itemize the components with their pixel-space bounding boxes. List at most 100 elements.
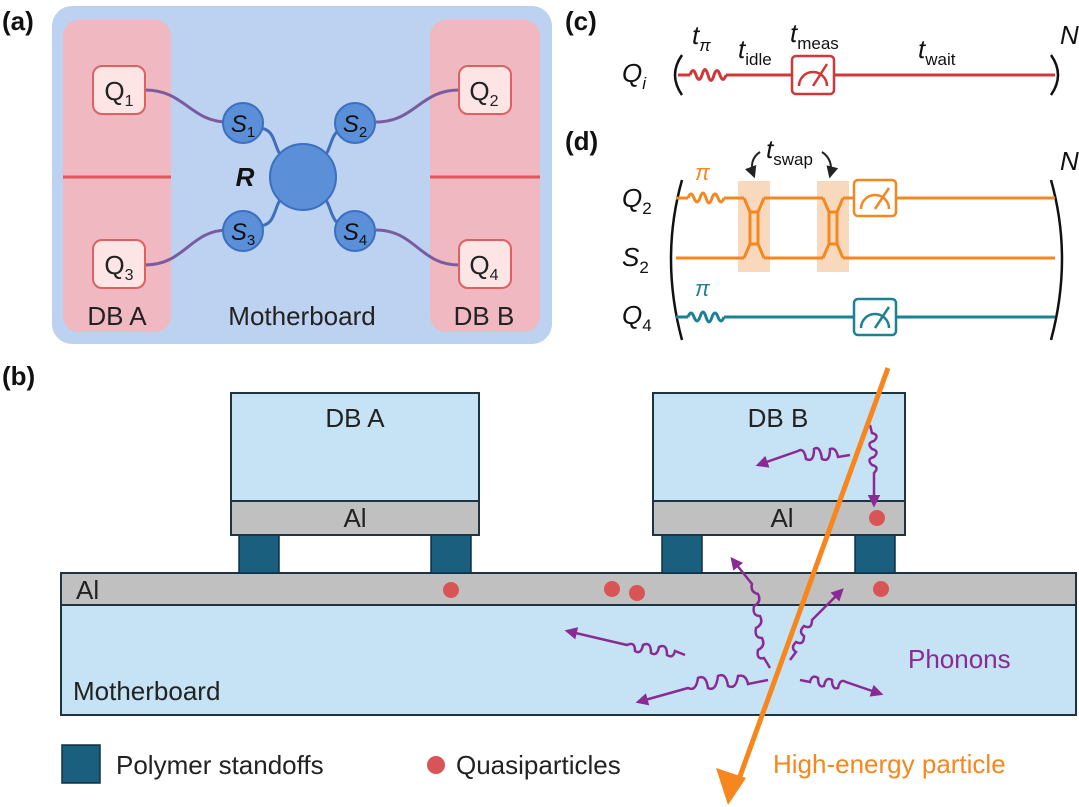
site-s4: S4 [334, 210, 376, 252]
b-db-a-al [230, 500, 480, 536]
panel-label-d: (d) [565, 126, 598, 156]
q4-base: Q [469, 250, 489, 280]
s1-base: S [231, 111, 247, 138]
c-repeat-n: N [1060, 20, 1079, 50]
svg-text:twait: twait [918, 34, 956, 69]
panel-c: Qi N tπ tidle tmeas twait [622, 18, 1079, 96]
b-standoff-1 [238, 534, 280, 574]
b-phonon-wave [730, 557, 772, 669]
b-standoff-4 [854, 534, 896, 574]
label-motherboard-a: Motherboard [228, 301, 375, 331]
resonator-circle [269, 143, 337, 211]
b-phonons-label: Phonons [908, 644, 1011, 674]
b-phonons [564, 424, 884, 706]
b-standoff-2 [430, 534, 472, 574]
qubit-q1: Q1 [92, 65, 146, 115]
b-motherboard [60, 604, 1077, 716]
d-row-q2-sub: 2 [642, 199, 651, 218]
b-db-a-label: DB A [325, 403, 385, 433]
c-qubit-base: Q [622, 58, 642, 88]
d-q4-pi-pulse [686, 310, 726, 324]
c-tpi-sub: π [699, 36, 711, 55]
b-al-mb-label: Al [76, 575, 99, 605]
c-measure-gate [790, 54, 836, 96]
d-q2-measure-gate [852, 178, 898, 218]
svg-text:S3: S3 [231, 219, 255, 249]
b-high-energy-label: High-energy particle [773, 749, 1006, 779]
svg-text:Q4: Q4 [622, 300, 652, 335]
b-phonon-wave [867, 424, 881, 508]
panel-label-c: (c) [565, 6, 597, 36]
d-row-s2-base: S [622, 242, 640, 272]
legend-quasiparticle-label: Quasiparticles [456, 750, 621, 780]
svg-text:Q2: Q2 [469, 76, 498, 110]
q2-sub: 2 [490, 93, 499, 110]
c-tmeas-sub: meas [797, 34, 839, 53]
d-row-s2-sub: 2 [639, 258, 648, 277]
svg-text:S2: S2 [343, 111, 367, 141]
qubit-q4: Q4 [458, 239, 512, 289]
b-high-energy-track [732, 367, 891, 791]
q3-base: Q [104, 250, 124, 280]
q4-sub: 4 [490, 267, 499, 284]
b-db-b-substrate [652, 392, 906, 502]
d-tswap-sub: swap [773, 150, 813, 169]
legend-quasiparticle-dot [427, 756, 445, 774]
qubit-q3: Q3 [92, 239, 146, 289]
b-phonon-wave [755, 446, 851, 468]
s3-sub: 3 [247, 232, 255, 249]
b-phonon-wave [789, 588, 844, 661]
b-al-db-a-label: Al [343, 503, 366, 533]
s3-base: S [231, 219, 247, 246]
svg-text:tswap: tswap [766, 134, 813, 169]
s4-base: S [343, 219, 359, 246]
d-tswap-arrow-left [745, 151, 761, 179]
d-row-q2-base: Q [622, 183, 642, 213]
svg-text:Q2: Q2 [622, 183, 652, 218]
b-quasiparticle [629, 585, 645, 601]
b-al-db-b-label: Al [770, 503, 793, 533]
svg-text:S2: S2 [622, 242, 649, 277]
legend-standoff-label: Polymer standoffs [116, 750, 324, 780]
b-quasiparticle [604, 581, 620, 597]
b-db-b-al [652, 500, 906, 536]
svg-text:Q1: Q1 [104, 76, 133, 110]
c-tidle-sub: idle [745, 50, 771, 69]
c-bracket-left [673, 54, 684, 96]
d-bracket-right [1049, 179, 1064, 341]
c-bracket-right [1049, 54, 1060, 96]
c-tpi-base: t [692, 20, 701, 50]
label-db-a: DB A [87, 301, 147, 331]
panel-b: DB A DB B Al Al Al Motherboard Phonons H… [60, 367, 1077, 805]
svg-text:tmeas: tmeas [790, 18, 839, 53]
d-tswap-base: t [766, 134, 775, 164]
b-phonon-wave [635, 673, 769, 706]
c-tmeas-base: t [790, 18, 799, 48]
d-pi-q2: π [695, 160, 711, 185]
q1-base: Q [104, 76, 124, 106]
s1-sub: 1 [247, 124, 255, 141]
b-standoff-3 [661, 534, 703, 574]
legend-standoff-swatch [61, 744, 101, 784]
panel-d: Q2 S2 Q4 N [622, 134, 1079, 341]
s2-base: S [343, 111, 359, 138]
panel-label-b: (b) [2, 361, 35, 391]
b-quasiparticle [443, 582, 459, 598]
site-s2: S2 [334, 102, 376, 144]
resonator-label: R [236, 162, 255, 192]
d-swap-gate-1 [742, 197, 766, 259]
svg-text:Qi: Qi [622, 58, 647, 93]
svg-text:Q3: Q3 [104, 250, 133, 284]
site-s3: S3 [222, 210, 264, 252]
b-quasiparticle [873, 581, 889, 597]
d-row-q4-sub: 4 [642, 316, 651, 335]
d-repeat-n: N [1060, 146, 1079, 176]
svg-text:tπ: tπ [692, 20, 711, 55]
b-db-b-label: DB B [748, 403, 809, 433]
d-tswap-arrow-right [821, 151, 839, 179]
q2-base: Q [469, 76, 489, 106]
c-tidle-base: t [738, 34, 747, 64]
svg-text:tidle: tidle [738, 34, 772, 69]
d-q4-measure-gate [852, 297, 898, 337]
s4-sub: 4 [359, 232, 367, 249]
